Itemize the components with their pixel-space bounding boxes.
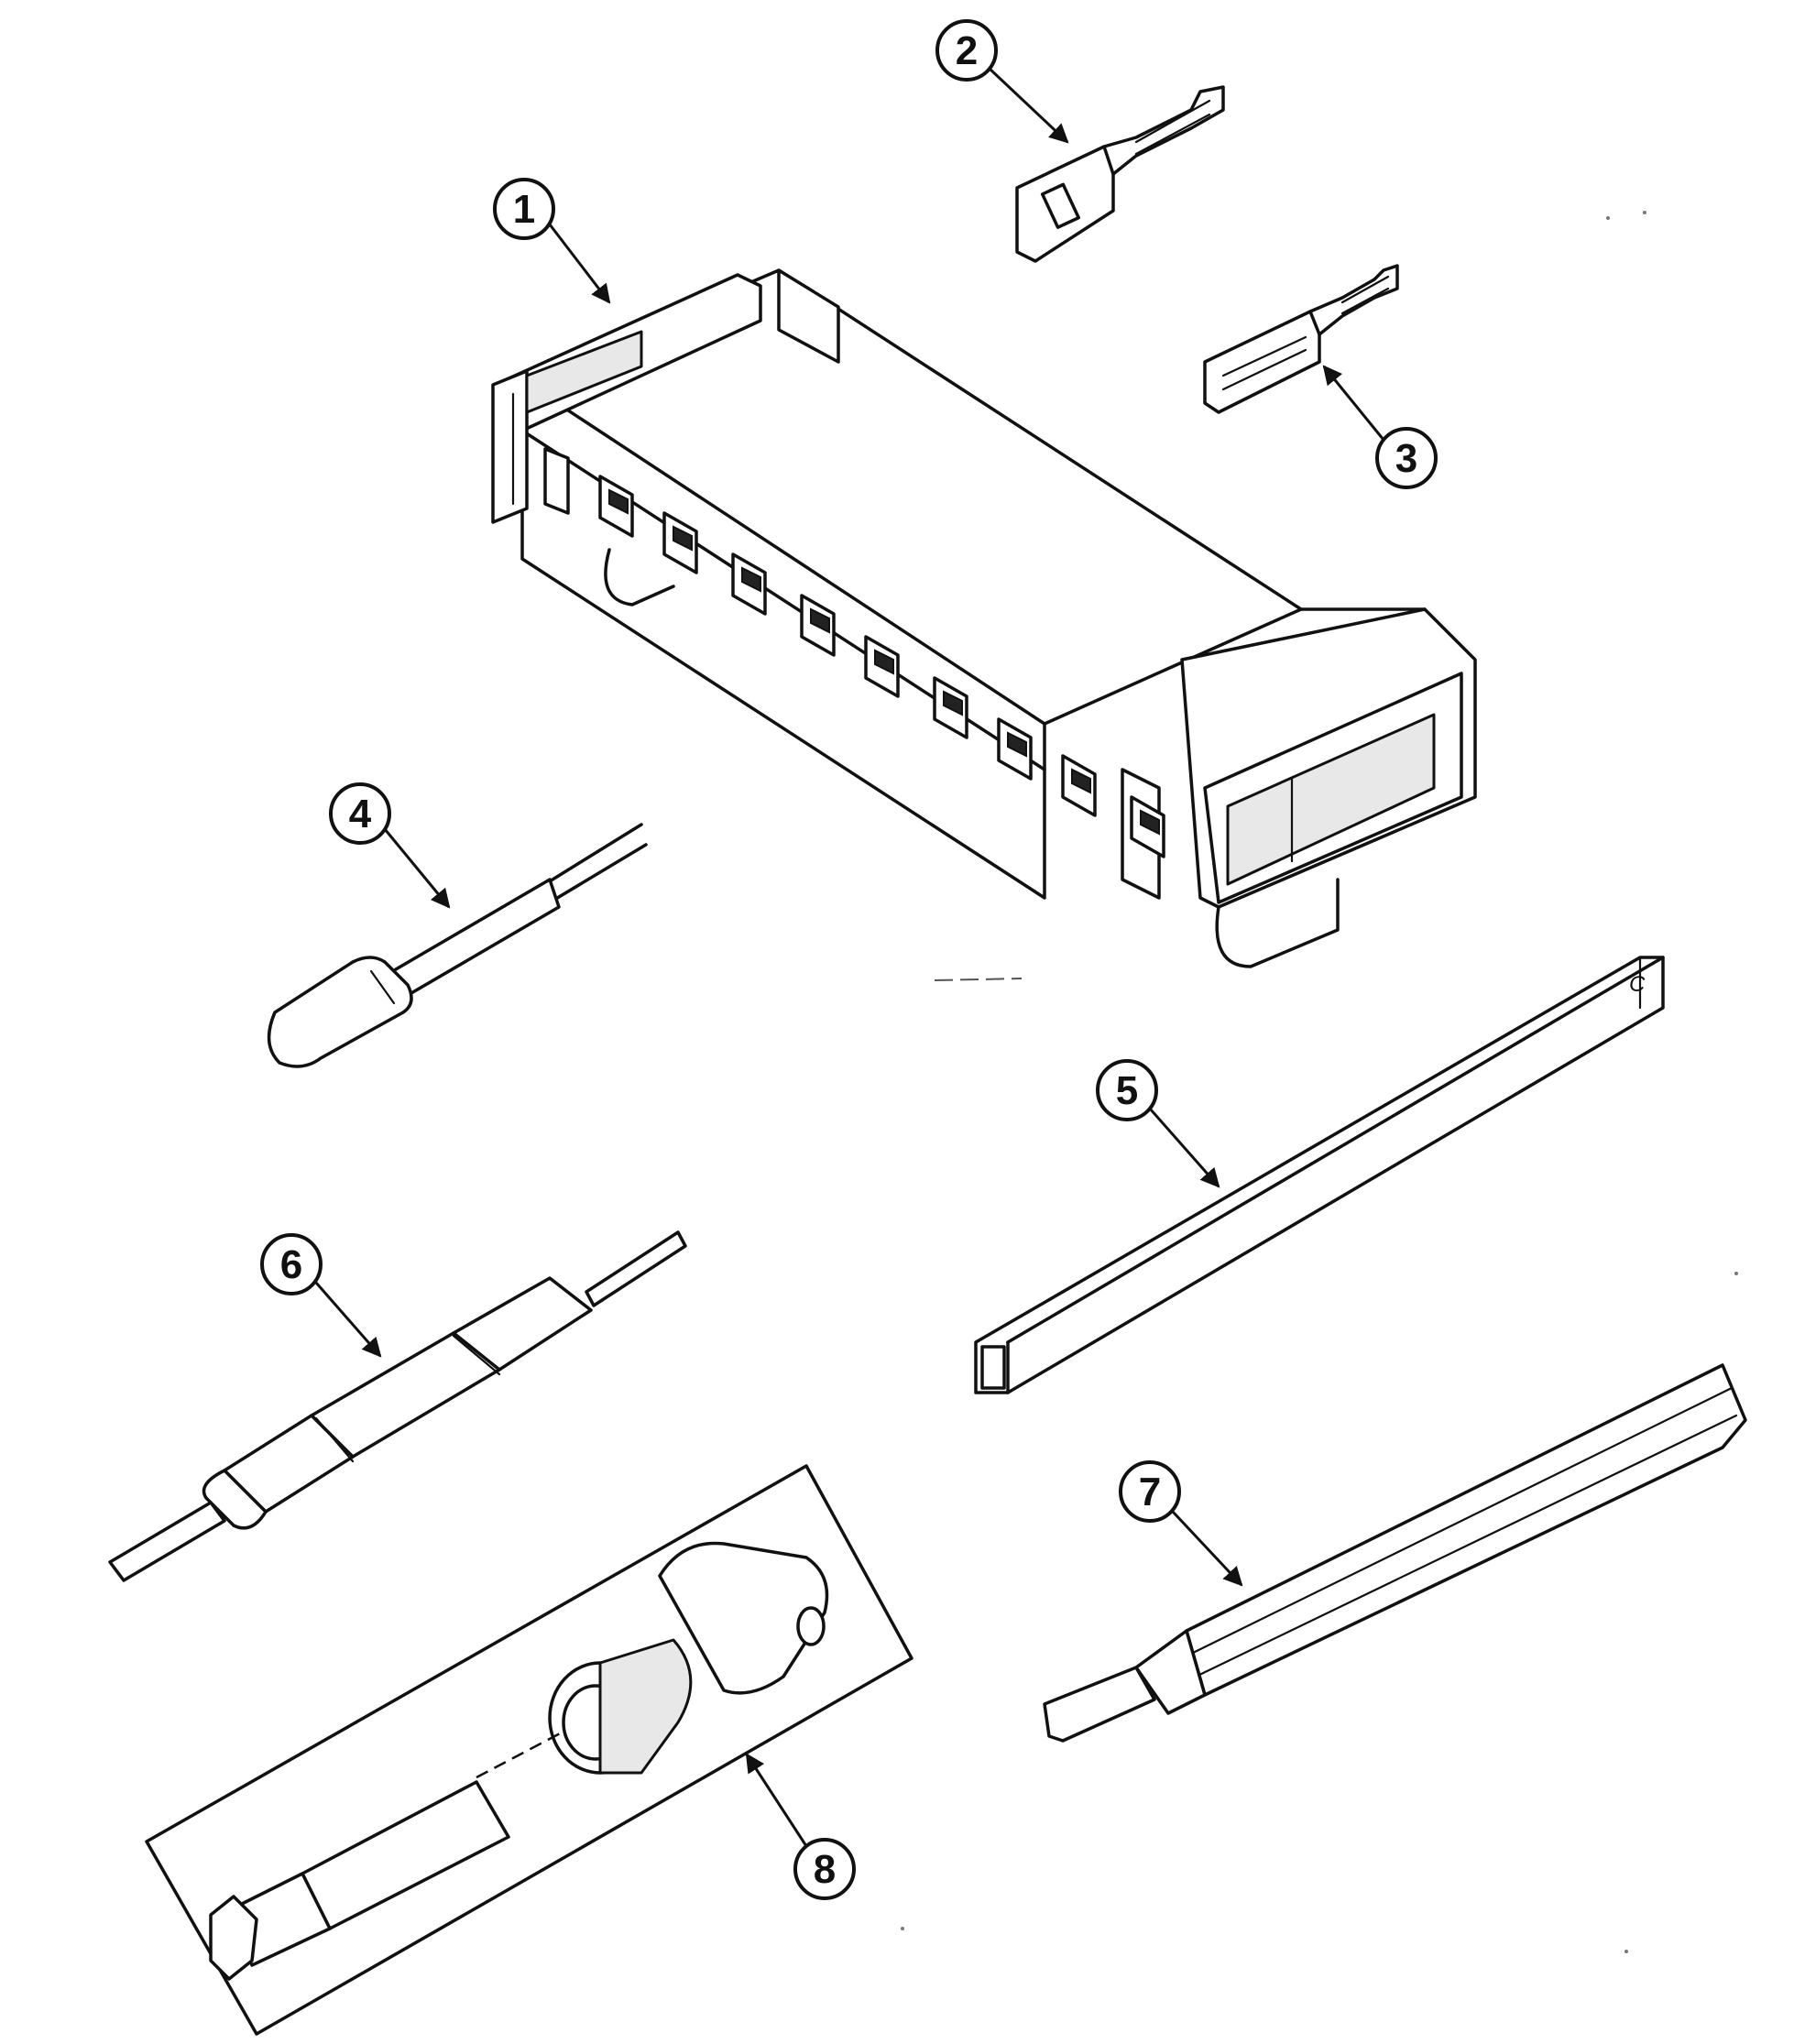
callout-4: 4 <box>329 782 451 909</box>
callout-8-label: 8 <box>814 1847 836 1892</box>
callout-2-label: 2 <box>956 28 978 73</box>
part-1-connector-housing <box>491 268 1477 968</box>
part-8-socket-bit-set <box>145 1464 913 2036</box>
callout-1: 1 <box>493 178 611 304</box>
callout-7-label: 7 <box>1139 1470 1161 1514</box>
callout-8: 8 <box>745 1753 856 1900</box>
callout-2: 2 <box>935 19 1069 144</box>
callout-3: 3 <box>1322 365 1438 489</box>
callout-3-label: 3 <box>1395 436 1417 481</box>
part-6-pin-tool <box>108 1230 687 1582</box>
callout-5: 5 <box>1096 1059 1220 1188</box>
part-3-terminal <box>1203 264 1399 414</box>
part-7-hex-tool <box>1043 1363 1747 1743</box>
part-2-terminal <box>1015 85 1225 263</box>
part-4-probe-tool <box>267 823 648 1068</box>
scan-specks <box>901 211 1738 1953</box>
callout-7: 7 <box>1119 1460 1243 1587</box>
bar-end-mark: C <box>1629 972 1646 997</box>
callout-5-label: 5 <box>1116 1068 1138 1113</box>
callout-6: 6 <box>260 1233 382 1358</box>
callout-4-label: 4 <box>349 792 372 836</box>
callout-1-label: 1 <box>513 187 535 232</box>
callout-6-label: 6 <box>280 1242 302 1287</box>
part-5-square-bar: C <box>974 956 1665 1394</box>
connector-cavities <box>543 447 1165 858</box>
